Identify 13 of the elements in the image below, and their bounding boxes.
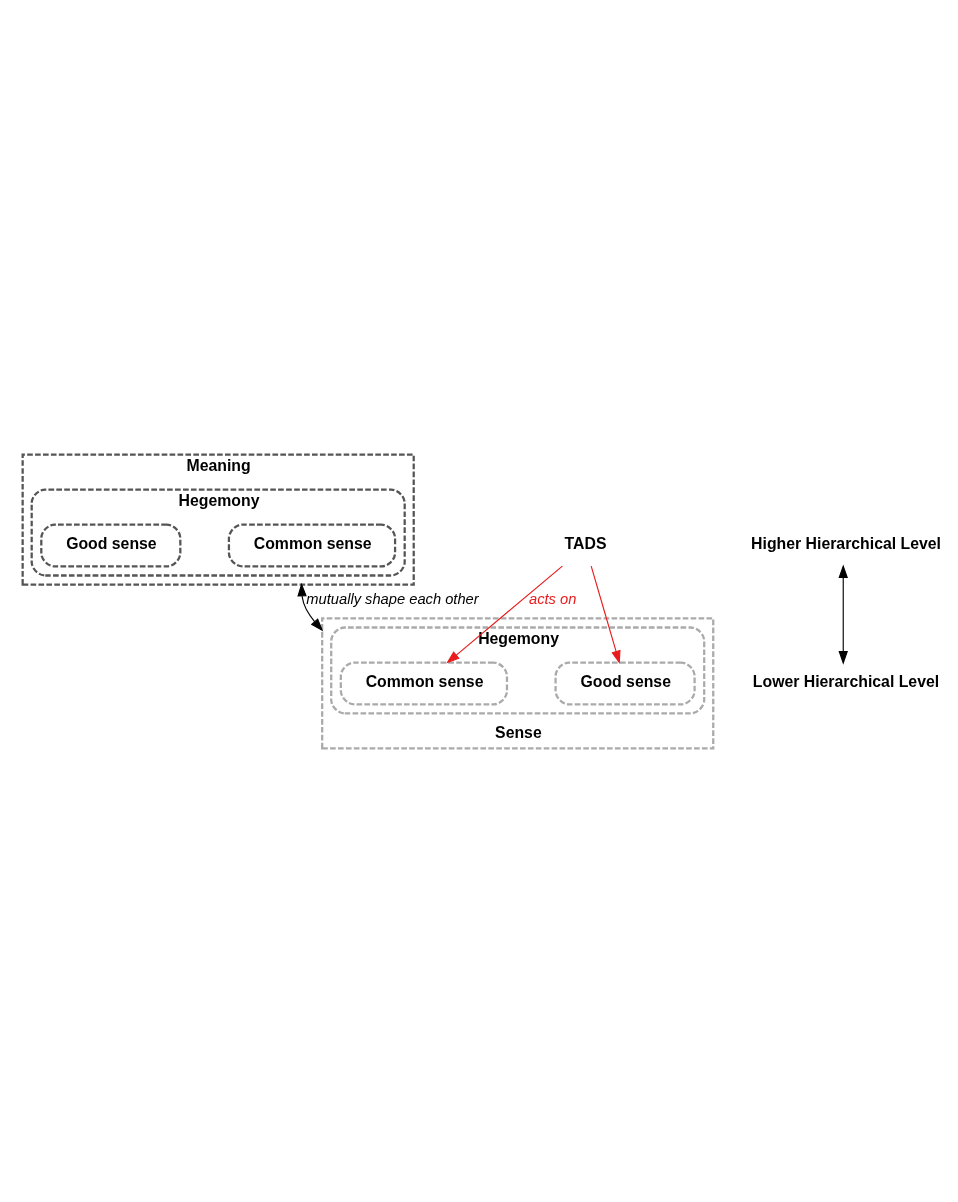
node-box: Good sense	[554, 660, 696, 705]
node-box: Good sense	[40, 523, 182, 568]
node-box: Common sense	[339, 660, 509, 705]
node-text: Lower Hierarchical Level	[752, 672, 940, 689]
edge-label: acts on	[529, 590, 577, 607]
arrow	[297, 582, 324, 632]
node-text: Higher Hierarchical Level	[751, 534, 941, 552]
arrow	[838, 563, 848, 665]
edge-label: mutually shape each other	[306, 590, 479, 607]
node-text: TADS	[564, 534, 607, 552]
arrow	[590, 565, 621, 664]
arrow	[446, 565, 563, 664]
node-box: Common sense	[227, 523, 397, 568]
